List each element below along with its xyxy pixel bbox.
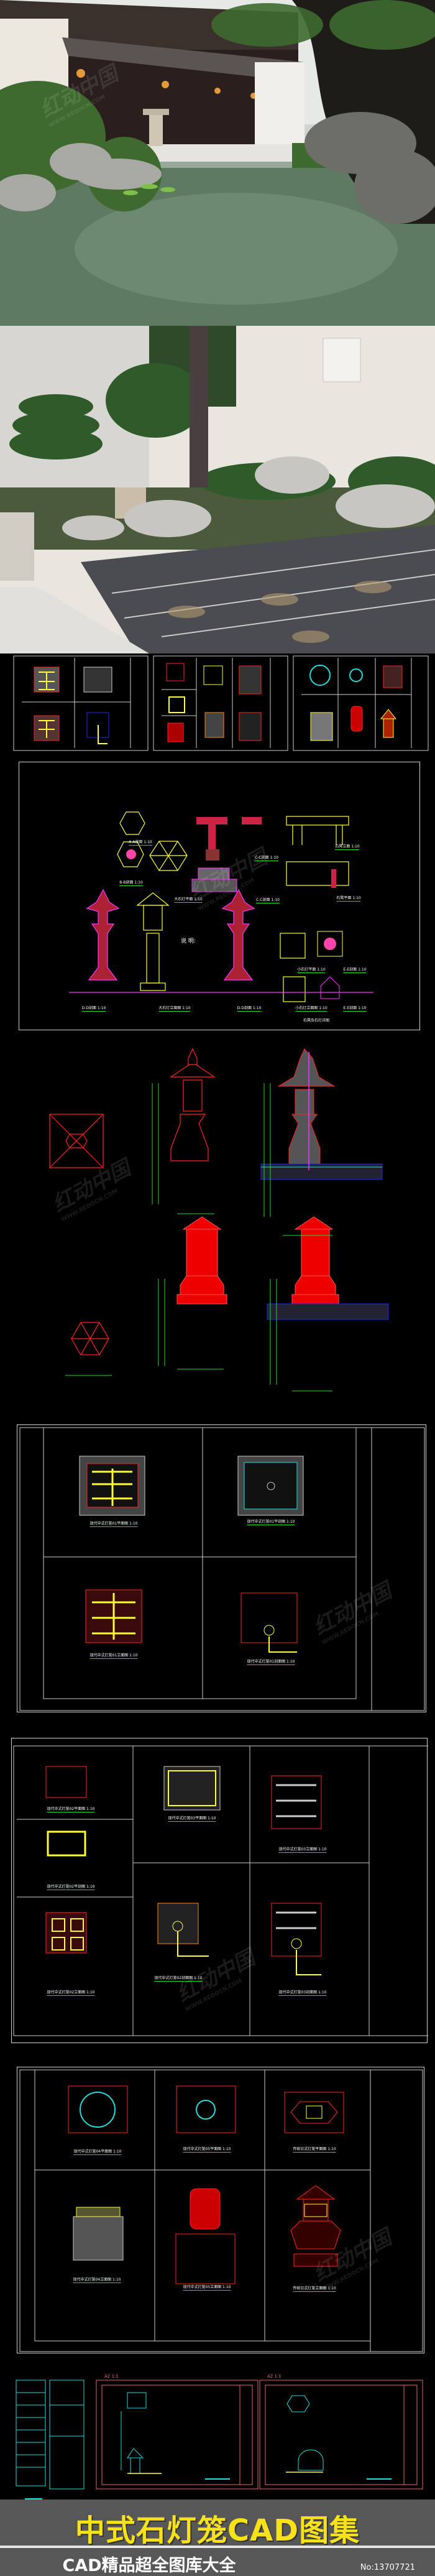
label-e-e-2: E-E剖面 1:10 [343,1006,367,1012]
label-01-plan-section: 现代中式灯笼01平剖图 1:10 [247,1520,295,1525]
label-japanese-elevation: 传统日式灯笼立面图 1:10 [293,2286,336,2292]
label-e-e: E-E剖面 1:10 [343,967,367,973]
label-big-lantern-elev: 大石灯立面图 1:10 [158,1006,191,1012]
label-bench-elev: 石凳立面 1:10 [335,844,360,850]
cad-sheet-lantern-04-05-japanese: 现代中式灯笼04平面图 1:10 现代中式灯笼05平面图 1:10 传统日式灯笼… [17,2067,424,2353]
cad-sheet-lantern-02-03: 现代中式灯笼02平面图 1:10 现代中式灯笼02平剖图 1:10 现代中式灯笼… [11,1738,428,2043]
label-01-elevation: 现代中式灯笼01立面图 1:10 [89,1653,138,1659]
label-a-a: A-A剖面 1:10 [129,840,152,846]
cad-sheet-lantern-01: 现代中式灯笼01平面图 1:10 现代中式灯笼01平剖图 1:10 现代中式灯笼… [17,1424,426,1712]
notes-title: 说 明: [181,938,196,944]
label-02-plan: 现代中式灯笼02平面图 1:10 [47,1807,95,1812]
sheet-title: 石凳及石灯详图 [303,1018,330,1023]
label-03-plan: 现代中式灯笼03平面图 1:10 [168,1816,216,1822]
catalog-number: No:13707721 [360,2563,415,2572]
banner-title: 中式石灯笼CAD图集 [75,2513,360,2548]
label-c-c: C-C剖面 1:10 [255,856,278,861]
label-03-section: 现代中式灯笼03剖面图 1:10 [278,1990,327,1996]
courtyard-lantern-photo [0,326,435,653]
label-05-plan: 现代中式灯笼05平面图 1:10 [183,2147,231,2153]
thumbnail-sheets-row [0,653,435,753]
label-c-c-2: C-C剖面 1:10 [256,898,280,903]
cad-lantern-elevations [0,1030,435,1424]
a2-scale-right: A2 1:1 [267,2374,282,2379]
label-b-b: B-B剖面 1:10 [119,880,143,886]
label-05-elevation: 现代中式灯笼05立面图 1:10 [183,2285,231,2291]
label-04-elevation: 现代中式灯笼04立面图 1:10 [73,2278,121,2283]
label-japanese-plan: 传统日式灯笼平面图 1:10 [293,2147,336,2153]
label-04-plan: 现代中式灯笼04平面图 1:10 [73,2149,122,2155]
garden-pond-photo [0,0,435,326]
label-02-elevation: 现代中式灯笼02立面图 1:10 [47,1990,95,1996]
title-banner [0,2500,435,2576]
label-02-section: 现代中式灯笼02剖面图 1:10 [154,1976,203,1982]
label-big-lantern-plan: 大石灯平面 1:10 [174,897,203,903]
label-small-lantern-elev: 小石灯立面图 1:10 [295,1006,327,1012]
cad-sheet-stone-lantern-details: A-A剖面 1:10 B-B剖面 1:10 C-C剖面 1:10 石凳立面 1:… [19,762,420,1030]
label-d-d-left: D-D剖面 1:10 [81,1006,106,1012]
label-small-lantern-plan: 小石灯平面 1:10 [297,967,326,973]
label-bench-plan: 石凳平面 1:10 [336,896,361,902]
label-03-elevation: 现代中式灯笼03立面图 1:10 [278,1847,327,1853]
label-d-d: D-D剖面 1:10 [237,1006,262,1012]
label-02-plan-section: 现代中式灯笼02平剖图 1:10 [47,1885,95,1890]
a2-scale-left: A2 1:1 [104,2374,119,2379]
banner-divider [0,2546,435,2548]
banner-subtitle: CAD精品超全图库大全 [62,2556,236,2575]
label-01-section: 现代中式灯笼01剖面图 1:10 [247,1660,295,1665]
label-01-plan: 现代中式灯笼01平面图 1:10 [89,1521,138,1527]
cad-a2-sheets-row: A2 1:1 A2 1:1 [0,2368,435,2500]
